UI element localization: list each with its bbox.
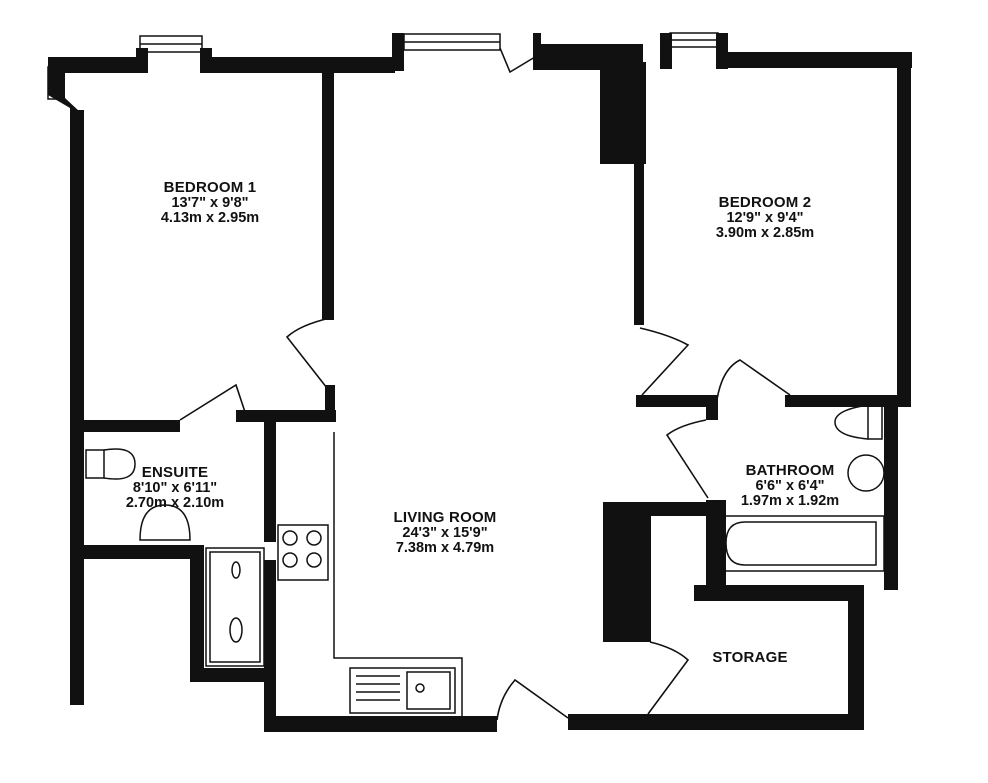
room-dimensions-metric: 4.13m x 2.95m xyxy=(160,209,260,226)
room-name: BEDROOM 2 xyxy=(718,194,812,211)
room-name: BATHROOM xyxy=(745,462,835,479)
room-dimensions-metric: 3.90m x 2.85m xyxy=(715,224,815,241)
room-name: ENSUITE xyxy=(141,464,209,481)
room-label-ensuite: ENSUITE 8'10" x 6'11" 2.70m x 2.10m xyxy=(100,465,250,511)
room-dimensions-metric: 1.97m x 1.92m xyxy=(740,492,840,509)
room-name: BEDROOM 1 xyxy=(163,179,257,196)
room-label-bathroom: BATHROOM 6'6" x 6'4" 1.97m x 1.92m xyxy=(730,463,850,509)
fixtures xyxy=(85,404,885,716)
room-label-bedroom2: BEDROOM 2 12'9" x 9'4" 3.90m x 2.85m xyxy=(685,195,845,241)
walls xyxy=(48,33,912,732)
room-label-living-room: LIVING ROOM 24'3" x 15'9" 7.38m x 4.79m xyxy=(365,510,525,556)
room-name: LIVING ROOM xyxy=(393,509,497,526)
room-dimensions-imperial: 13'7" x 9'8" xyxy=(171,194,249,211)
room-dimensions-imperial: 6'6" x 6'4" xyxy=(755,477,825,494)
room-dimensions-imperial: 12'9" x 9'4" xyxy=(726,209,804,226)
room-name: STORAGE xyxy=(712,649,788,666)
room-dimensions-imperial: 8'10" x 6'11" xyxy=(132,479,218,496)
room-dimensions-metric: 2.70m x 2.10m xyxy=(125,494,225,511)
room-dimensions-metric: 7.38m x 4.79m xyxy=(395,539,495,556)
doors xyxy=(179,47,791,721)
room-dimensions-imperial: 24'3" x 15'9" xyxy=(402,524,488,541)
room-label-bedroom1: BEDROOM 1 13'7" x 9'8" 4.13m x 2.95m xyxy=(130,180,290,226)
room-label-storage: STORAGE xyxy=(700,650,800,666)
windows xyxy=(47,32,719,100)
